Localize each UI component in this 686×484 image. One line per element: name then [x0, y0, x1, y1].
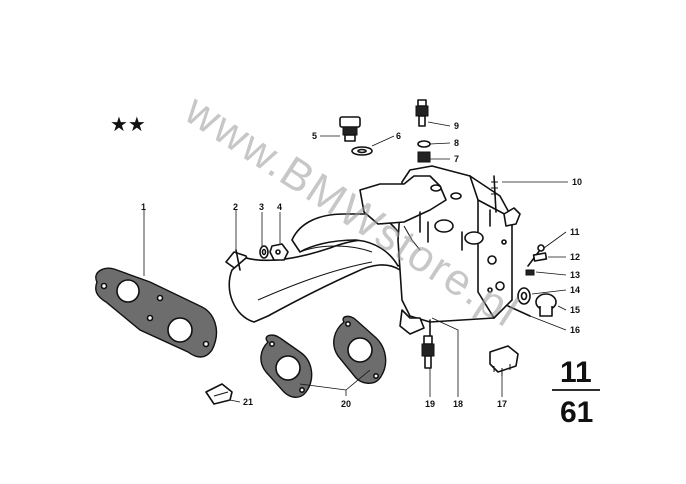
ring-14 [517, 287, 531, 305]
stud-2 [235, 249, 241, 271]
callouts: 1 2 3 4 5 6 7 8 9 10 11 12 13 14 15 16 1… [141, 121, 582, 409]
callout-3: 3 [259, 202, 264, 212]
relay-17 [489, 345, 519, 376]
callout-17: 17 [497, 399, 507, 409]
callout-4: 4 [277, 202, 282, 212]
gasket-large [95, 267, 218, 358]
group-number-main: 11 [560, 356, 592, 389]
washer-3 [259, 245, 269, 259]
callout-6: 6 [396, 131, 401, 141]
callout-11: 11 [570, 227, 580, 237]
callout-15: 15 [570, 305, 580, 315]
callout-20: 20 [341, 399, 351, 409]
callout-12: 12 [570, 252, 580, 262]
callout-2: 2 [233, 202, 238, 212]
callout-19: 19 [425, 399, 435, 409]
clip [205, 383, 233, 405]
callout-21: 21 [243, 397, 253, 407]
nut-4 [269, 243, 289, 261]
intake-manifold [225, 165, 521, 335]
fitting-12 [532, 252, 548, 262]
stud-long [491, 175, 498, 213]
marker-stars: ★★ [110, 112, 146, 136]
callout-16: 16 [570, 325, 580, 335]
callout-5: 5 [312, 131, 317, 141]
sensor-19 [421, 335, 435, 369]
callout-9: 9 [454, 121, 459, 131]
callout-10: 10 [572, 177, 582, 187]
sealing-washer-6 [351, 146, 373, 156]
plug-13 [525, 269, 535, 276]
flange-gasket-left [260, 334, 313, 398]
temperature-sender [339, 116, 361, 142]
callout-18: 18 [453, 399, 463, 409]
callout-14: 14 [570, 285, 580, 295]
flange-gasket-right [333, 315, 387, 384]
group-number-sub: 61 [560, 396, 593, 429]
leader-lines [143, 121, 600, 403]
switch-sender-9 [415, 99, 429, 127]
adapter-7 [417, 151, 431, 163]
callout-8: 8 [454, 138, 459, 148]
callout-13: 13 [570, 270, 580, 280]
stud-16 [507, 305, 531, 317]
callout-7: 7 [454, 154, 459, 164]
cap-15 [535, 293, 557, 317]
callout-1: 1 [141, 202, 146, 212]
washer-8 [417, 140, 431, 148]
